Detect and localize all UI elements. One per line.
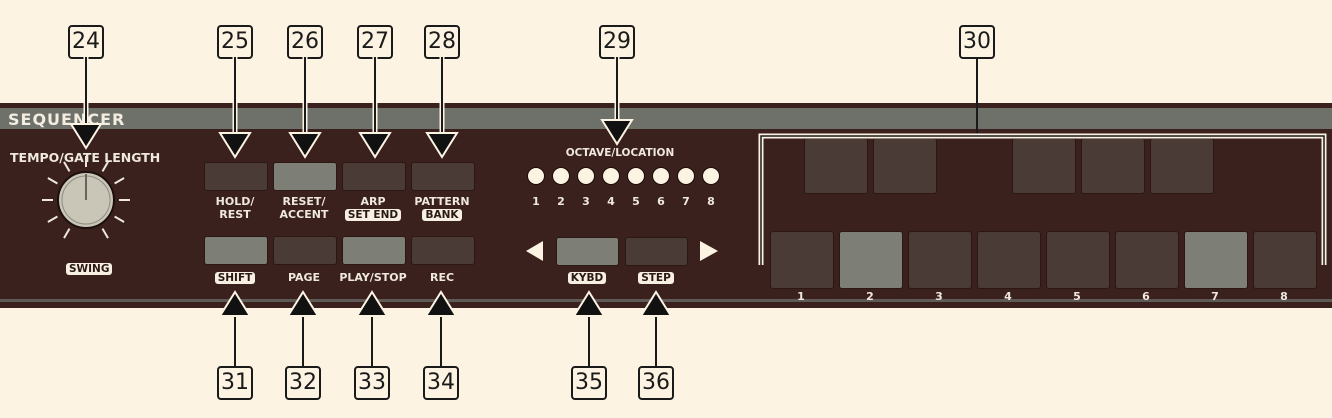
rec-label: REC (429, 271, 455, 284)
callout-34: 34 (423, 366, 459, 400)
callout-29: 29 (599, 25, 635, 59)
octave-led-number: 2 (557, 195, 565, 208)
octave-led-number: 4 (607, 195, 615, 208)
octave-location-label: OCTAVE/LOCATION (565, 147, 675, 159)
callout-35: 35 (571, 366, 607, 400)
step-pad-number: 7 (1211, 290, 1219, 303)
reset-accent-button[interactable] (273, 162, 337, 191)
callout-arrowhead (358, 132, 392, 159)
callout-arrowhead (69, 123, 103, 150)
callout-28: 28 (424, 25, 460, 59)
octave-led-2 (552, 167, 570, 185)
black-key-pad[interactable] (1150, 138, 1214, 194)
octave-led-number: 6 (657, 195, 665, 208)
shift-label: SHIFT (199, 271, 271, 284)
step-pad-7[interactable] (1184, 231, 1248, 289)
play-stop-label: PLAY/STOP (339, 271, 407, 284)
swing-tag: SWING (66, 262, 113, 275)
page-label: PAGE (287, 271, 321, 284)
callout-arrowhead (639, 290, 673, 317)
black-key-pad[interactable] (1081, 138, 1145, 194)
rec-button[interactable] (411, 236, 475, 265)
octave-led-number: 3 (582, 195, 590, 208)
section-header-stripe (0, 108, 1332, 129)
step-pad-4[interactable] (977, 231, 1041, 289)
pattern-button[interactable] (411, 162, 475, 191)
callout-arrowhead (425, 132, 459, 159)
step-pad-6[interactable] (1115, 231, 1179, 289)
callout-arrowhead (355, 290, 389, 317)
octave-led-number: 7 (682, 195, 690, 208)
octave-led-number: 5 (632, 195, 640, 208)
step-button[interactable] (625, 237, 688, 266)
kybd-button[interactable] (556, 237, 619, 266)
bank-tag: BANK (422, 209, 462, 221)
left-arrow-icon (526, 241, 543, 261)
knob-label: TEMPO/GATE LENGTH (10, 150, 161, 165)
black-key-pad[interactable] (1012, 138, 1076, 194)
octave-led-number: 8 (707, 195, 715, 208)
octave-led-6 (652, 167, 670, 185)
step-pad-1[interactable] (770, 231, 834, 289)
tempo-knob[interactable] (36, 150, 136, 250)
callout-arrowhead (288, 132, 322, 159)
step-pad-number: 2 (866, 290, 874, 303)
callout-31: 31 (217, 366, 253, 400)
callout-arrowhead (218, 290, 252, 317)
octave-led-1 (527, 167, 545, 185)
knob-tick (114, 215, 125, 223)
callout-arrowhead (572, 290, 606, 317)
knob-tick (47, 215, 58, 223)
callout-24: 24 (68, 25, 104, 59)
right-arrow-icon (700, 241, 718, 261)
reset-accent-label: RESET/ACCENT (279, 195, 329, 221)
callout-arrowhead (286, 290, 320, 317)
octave-led-3 (577, 167, 595, 185)
step-pad-number: 5 (1073, 290, 1081, 303)
step-label: STEP (620, 271, 692, 284)
set-end-tag: SET END (344, 209, 402, 221)
callout-arrowhead (424, 290, 458, 317)
callout-arrowhead (600, 119, 634, 146)
knob-tick (47, 177, 58, 185)
octave-led-5 (627, 167, 645, 185)
step-pad-5[interactable] (1046, 231, 1110, 289)
knob-tick (101, 228, 109, 239)
step-pad-2[interactable] (839, 231, 903, 289)
kybd-label: KYBD (551, 271, 623, 284)
knob-tick (101, 161, 109, 172)
play-stop-button[interactable] (342, 236, 406, 265)
octave-led-4 (602, 167, 620, 185)
octave-led-8 (702, 167, 720, 185)
shift-button[interactable] (204, 236, 268, 265)
step-pad-number: 4 (1004, 290, 1012, 303)
octave-led-number: 1 (532, 195, 540, 208)
octave-led-7 (677, 167, 695, 185)
page-button[interactable] (273, 236, 337, 265)
step-pad-number: 8 (1280, 290, 1288, 303)
hold-rest-label: HOLD/REST (215, 195, 255, 221)
arp-button[interactable] (342, 162, 406, 191)
step-pad-number: 3 (935, 290, 943, 303)
step-pad-number: 6 (1142, 290, 1150, 303)
callout-25: 25 (217, 25, 253, 59)
callout-27: 27 (357, 25, 393, 59)
callout-33: 33 (354, 366, 390, 400)
callout-30: 30 (959, 25, 995, 59)
black-key-pad[interactable] (873, 138, 937, 194)
hold-rest-button[interactable] (204, 162, 268, 191)
callout-36: 36 (638, 366, 674, 400)
knob-tick (63, 161, 71, 172)
panel-divider (0, 299, 1332, 302)
callout-arrowhead (218, 132, 252, 159)
step-pad-8[interactable] (1253, 231, 1317, 289)
step-pad-number: 1 (797, 290, 805, 303)
knob-tick (63, 228, 71, 239)
knob-tick (114, 177, 125, 185)
callout-32: 32 (285, 366, 321, 400)
step-pad-3[interactable] (908, 231, 972, 289)
